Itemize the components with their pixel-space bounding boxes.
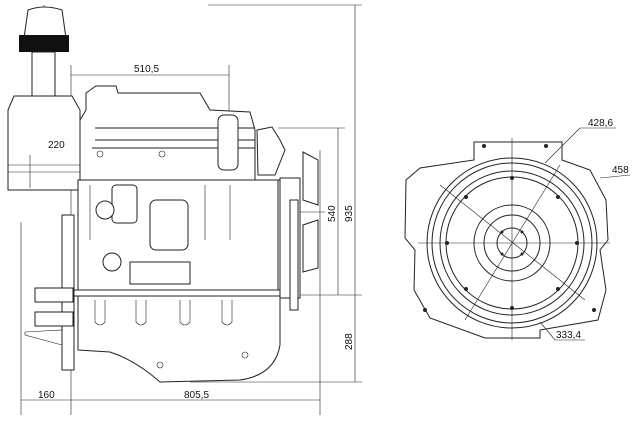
fan-pulley [279, 151, 325, 311]
oil-pan [77, 295, 281, 383]
engine-block [72, 179, 300, 297]
dimension-805-5: 805,5 [184, 390, 209, 401]
cylinder-head [79, 85, 286, 181]
dimension-510-5: 510,5 [134, 64, 159, 75]
dimension-160: 160 [38, 390, 55, 401]
dimension-540: 540 [327, 205, 338, 222]
mounting-flange [24, 214, 75, 371]
fan-blade-upper [302, 151, 319, 206]
air-filter [7, 6, 81, 191]
fan-blade-lower [302, 219, 319, 273]
dimension-288: 288 [344, 333, 355, 350]
dimension-333-4: 333,4 [556, 330, 581, 341]
dimension-220: 220 [48, 140, 65, 151]
dimension-428-6: 428,6 [588, 118, 613, 129]
dimension-935: 935 [344, 205, 355, 222]
rear-view: 428,6 458 333,4 [404, 118, 631, 341]
bolt-holes [423, 144, 596, 312]
oil-filter [149, 199, 189, 251]
dimension-458: 458 [612, 165, 629, 176]
side-view: 510,5 220 540 935 288 160 805,5 [7, 4, 362, 415]
